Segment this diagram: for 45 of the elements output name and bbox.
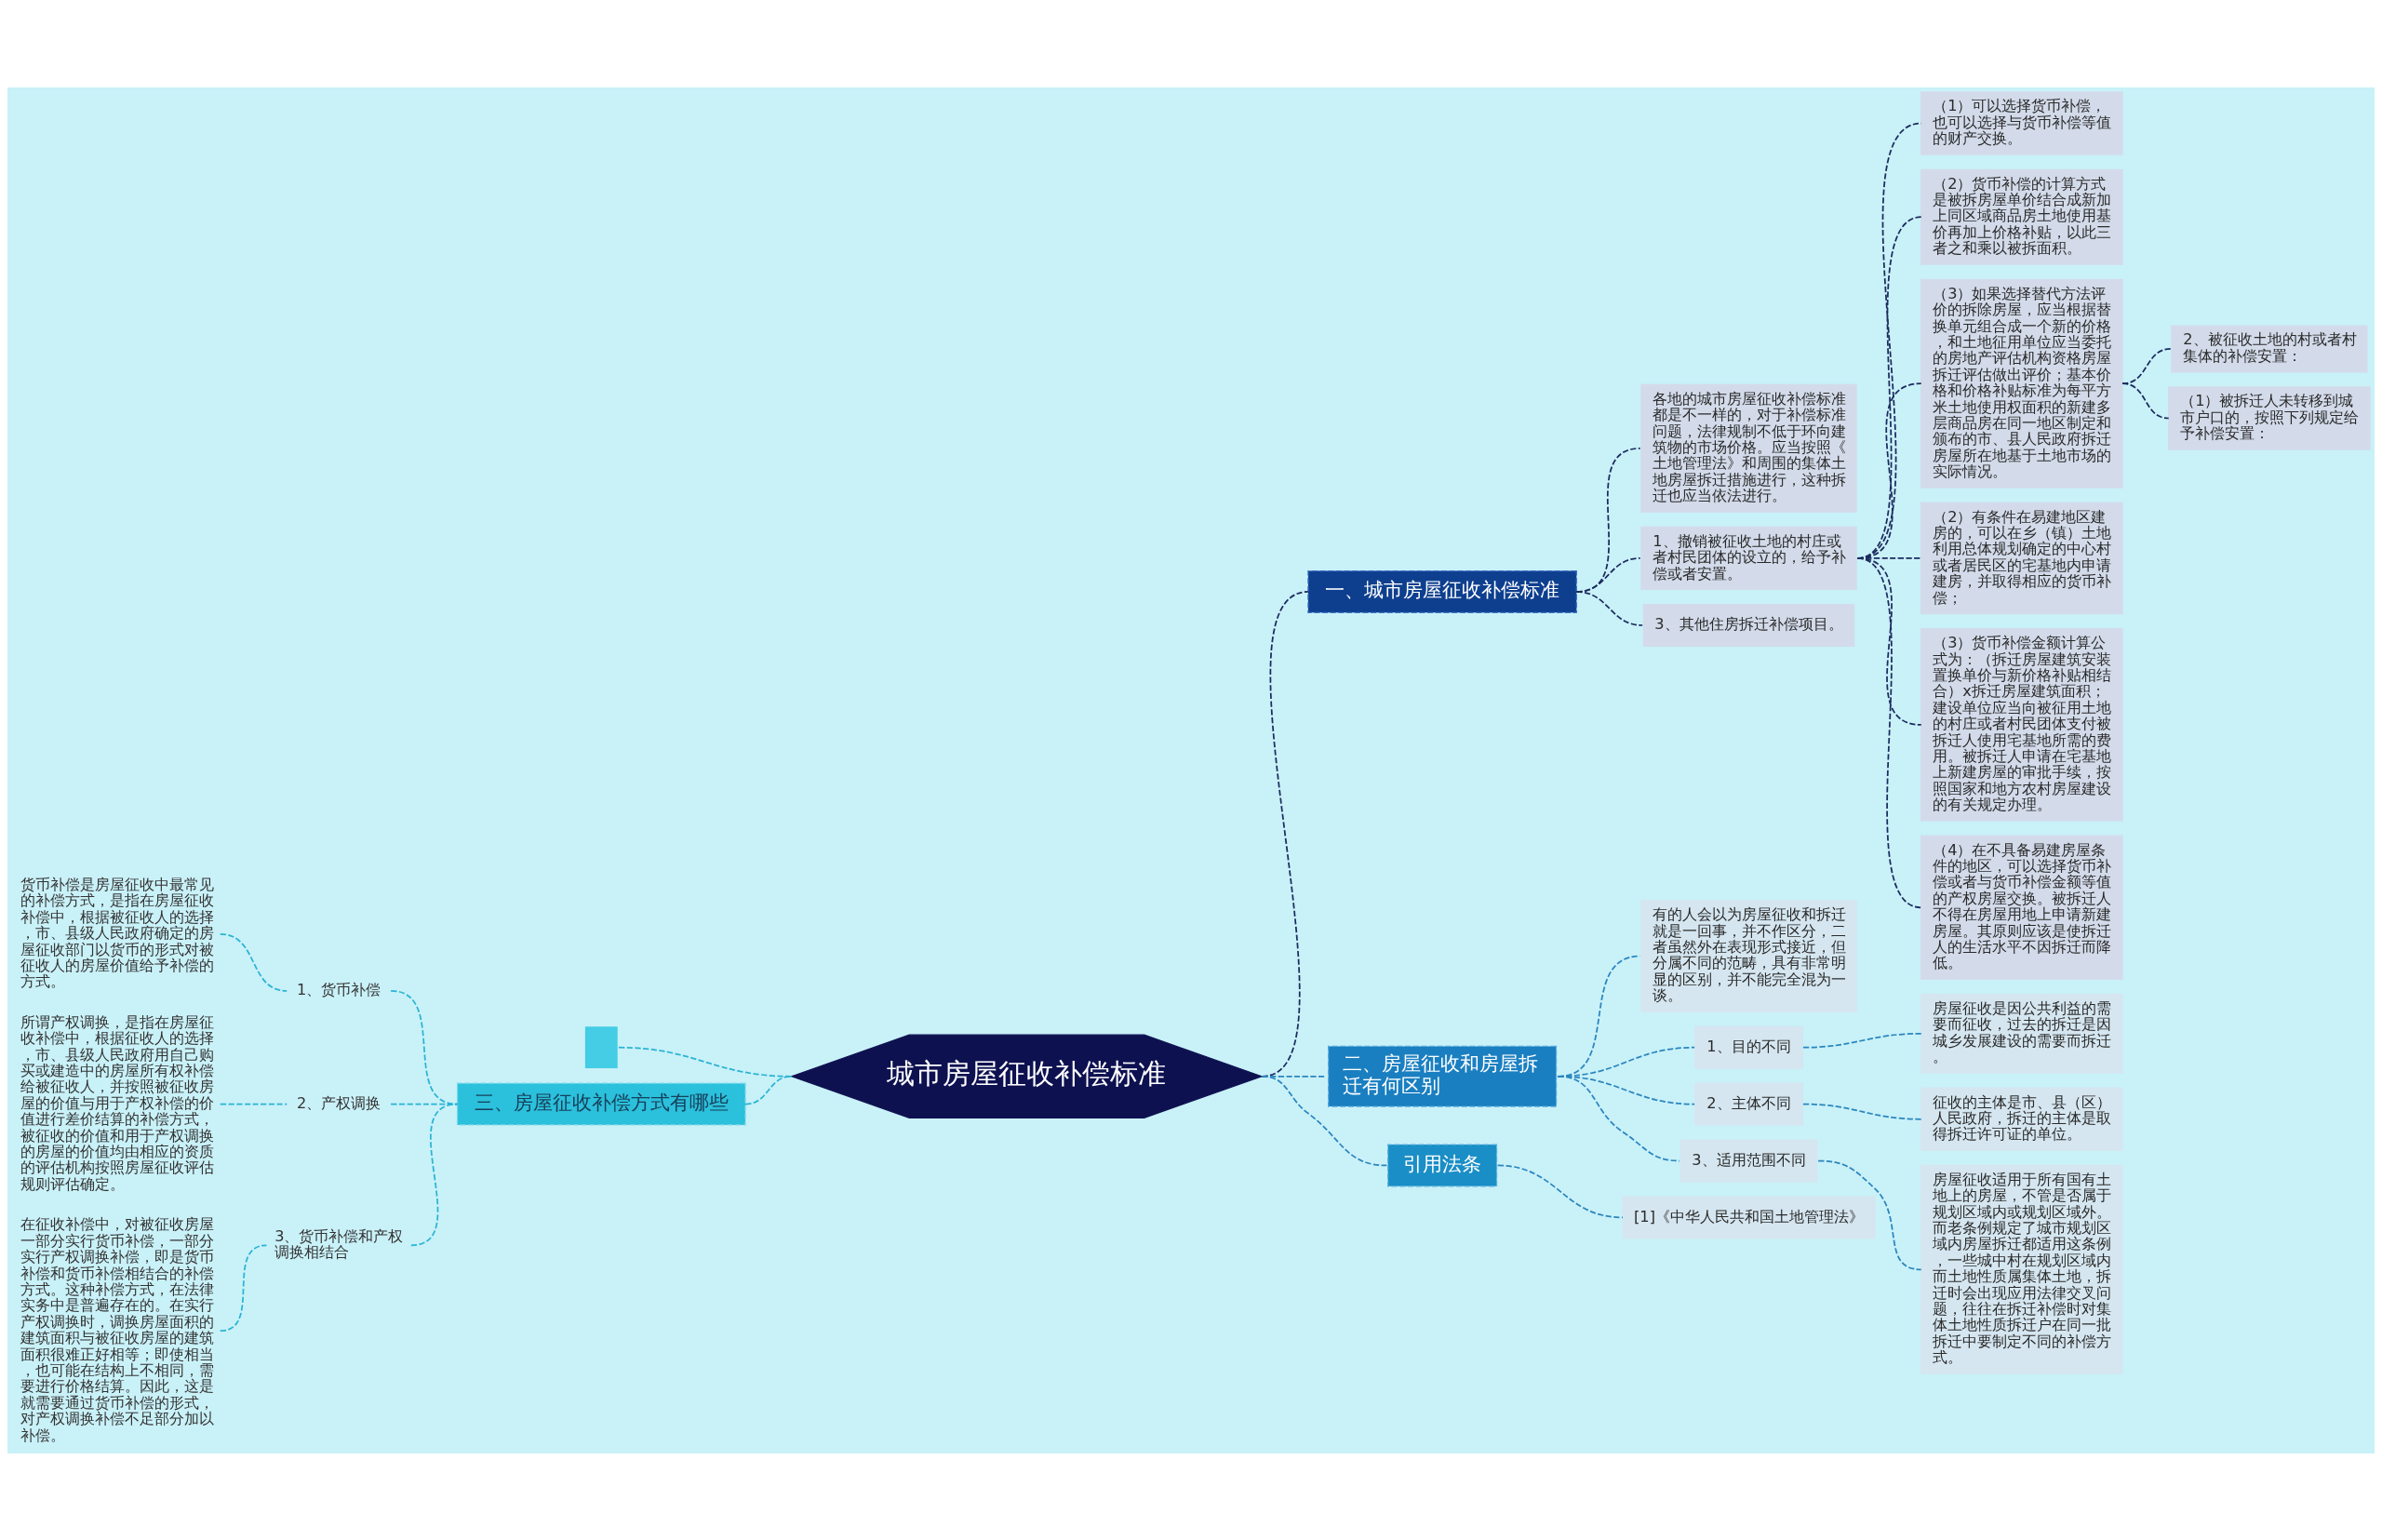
node-box: 征收的主体是市、县（区）人民政府，拆迁的主体是取得拆迁许可证的单位。: [1920, 1087, 2123, 1151]
connector: [1496, 1164, 1624, 1218]
node-box: 2、被征收土地的村或者村集体的补偿安置：: [2171, 324, 2368, 372]
node-box: 引用法条: [1387, 1144, 1498, 1186]
node-box: 房屋征收适用于所有国有土地上的房屋，不管是否属于规划区域内或规划区域外。而老条例规定了城市规划区域内房屋拆迁都适用这条例，一些城中村在规划区域内而土地性质属集体土地，拆迁时会出现应用法律交叉问题，往往在拆迁补偿时对集体土地性质拆迁户在同一批拆迁中要制定不同的补偿方式。: [1920, 1164, 2123, 1374]
connector: [219, 1103, 288, 1105]
node-box: 2、主体不同: [1694, 1082, 1803, 1126]
node-box: （1）可以选择货币补偿，也可以选择与货币补偿等值的财产交换。: [1920, 90, 2123, 155]
node-box: 3、适用范围不同: [1679, 1139, 1818, 1182]
node-text: 3、货币补偿和产权调换相结合: [274, 1226, 404, 1261]
node-box: 有的人会以为房屋征收和拆迁就是一回事，并不作区分，二者虽然外在表现形式接近，但分属不同的范畴，具有非常明显的区别，并不能完全混为一谈。: [1640, 899, 1857, 1012]
connector: [618, 1046, 793, 1078]
node-box: 二、房屋征收和房屋拆迁有何区别: [1328, 1045, 1558, 1107]
connector: [1557, 1075, 1680, 1161]
node-box: [584, 1025, 618, 1068]
connector: [409, 1103, 459, 1246]
node-text: 2、产权调换: [296, 1093, 381, 1112]
node-box: 各地的城市房屋征收补偿标准都是不一样的，对于补偿标准问题，法律规制不低于环向建筑物的市场价格。应当按照《土地管理法》和周围的集体土地房屋拆迁措施进行，这种拆迁也应当依法进行。: [1640, 383, 1857, 513]
node-box: （2）有条件在易建地区建房的，可以在乡（镇）土地利用总体规划确定的中心村或者居民区的宅基地内申请建房，并取得相应的货币补偿；: [1920, 502, 2123, 614]
node-box: 1、目的不同: [1694, 1025, 1803, 1069]
node-box: 三、房屋征收补偿方式有哪些: [456, 1082, 746, 1126]
node-box: 一、城市房屋征收补偿标准: [1307, 569, 1577, 613]
node-box: [1]《中华人民共和国土地管理法》: [1622, 1195, 1876, 1239]
connector: [1856, 556, 1922, 908]
node-box: 3、其他住房拆迁补偿项目。: [1642, 603, 1855, 647]
node-text: 在征收补偿中，对被征收房屋一部分实行货币补偿，一部分实行产权调换补偿，即是货币补偿和货币补偿相结合的补偿方式。这种补偿方式，在法律实务中是普遍存在的。在实行产权调换时，调换房屋面积的建筑面积与被征收房屋的建筑面积很难正好相等；即使相当，也可能在结构上不相同，需要进行价格结算。因此，这是就需要通过货币补偿的形式，对产权调换补偿不足部分加以补偿。: [20, 1214, 214, 1444]
node-box: 房屋征收是因公共利益的需要而征收，过去的拆迁是因城乡发展建设的需要而拆迁。: [1920, 993, 2123, 1074]
node-text: 1、货币补偿: [296, 980, 381, 998]
node-box: 1、撤销被征收土地的村庄或者村民团体的设立的，给予补偿或者安置。: [1640, 526, 1857, 590]
node-box: （3）如果选择替代方法评价的拆除房屋，应当根据替换单元组合成一个新的价格，和土地征用单位应当委托的房地产评估机构资格房屋拆迁评估做出评价；基本价格和价格补贴标准为每平方米土地使用权面积的新建多层商品房在同一地区制定和颁布的市、县人民政府拆迁房屋所在地基于土地市场的实际情况。: [1920, 278, 2123, 489]
connector: [2121, 382, 2170, 419]
connector: [1802, 1032, 1922, 1049]
node-box: （1）被拆迁人未转移到城市户口的，按照下列规定给予补偿安置：: [2168, 385, 2371, 450]
connector: [1802, 1103, 1922, 1120]
connector: [744, 1075, 793, 1105]
connector: [1575, 590, 1644, 626]
node-box: （4）在不具备易建房屋条件的地区，可以选择货币补偿或者与货币补偿金额等值的产权房屋交换。被拆迁人不得在房屋用地上申请新建房屋。其原则应该是使拆迁人的生活水平不因拆迁而降低。: [1920, 835, 2123, 980]
node-box: （2）货币补偿的计算方式是被拆房屋单价结合成新加上同区域商品房土地使用基价再加上价格补贴，以此三者之和乘以被拆面积。: [1920, 168, 2123, 265]
node-box: （3）货币补偿金额计算公式为：（拆迁房屋建筑安装置换单价与新价格补贴相结合）x拆迁房屋建筑面积；建设单位应当向被征用土地的村庄或者村民团体支付被拆迁人使用宅基地所需的费用。被拆迁人申请在宅基地上新建房屋的审批手续，按照国家和地方农村房屋建设的有关规定办理。: [1920, 627, 2123, 822]
connector: [1817, 1159, 1922, 1270]
connector: [219, 932, 288, 992]
connector: [1261, 1075, 1388, 1166]
node-text: 所谓产权调换，是指在房屋征收补偿中，根据征收人的选择，市、县级人民政府用自己购买或建造中的房屋所有权补偿给被征收人，并按照被征收房屋的价值与用于产权补偿的价值进行差价结算的补偿方式，被征收的价值和用于产权调换的房屋的价值均由相应的资质的评估机构按照房屋征收评估规则评估确定。: [20, 1012, 214, 1193]
node-text: 货币补偿是房屋征收中最常见的补偿方式，是指在房屋征收补偿中，根据被征收人的选择，市、县级人民政府确定的房屋征收部门以货币的形式对被征收人的房屋价值给予补偿的方式。: [20, 875, 214, 990]
connector: [219, 1243, 268, 1332]
